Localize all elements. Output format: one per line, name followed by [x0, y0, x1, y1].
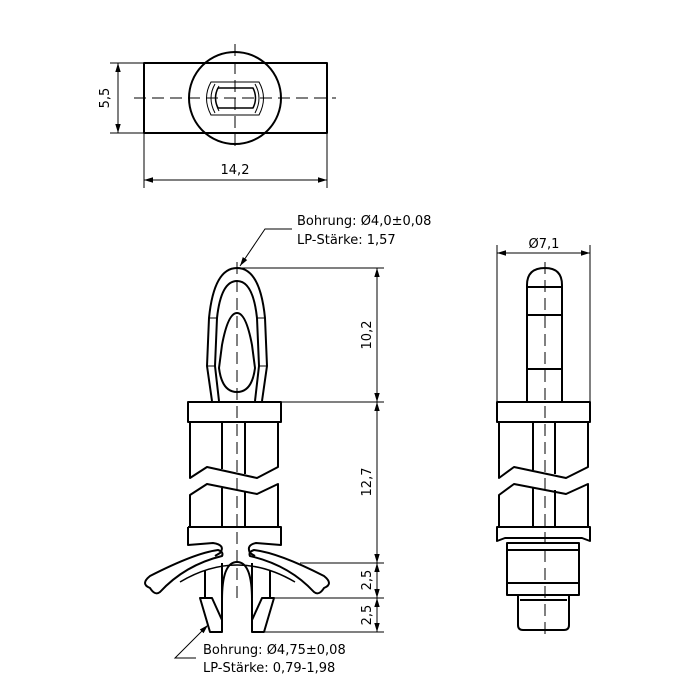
bottom-note-leader [173, 624, 209, 659]
top-note-line2: LP-Stärke: 1,57 [297, 233, 396, 248]
bottom-note-line1: Bohrung: Ø4,75±0,08 [203, 643, 346, 658]
lower-collar [496, 526, 591, 542]
body-lower [189, 483, 279, 527]
side-view: Ø7,1 [496, 237, 591, 640]
dim-plate-height: 2,5 [360, 570, 375, 591]
dim-diameter-label: Ø7,1 [529, 237, 560, 252]
dim-width-label: 14,2 [221, 163, 250, 178]
base [506, 542, 580, 596]
tip [517, 595, 570, 631]
spring-plate [144, 549, 224, 595]
top-note-leader [239, 228, 292, 267]
bottom-note-line2: LP-Stärke: 0,79-1,98 [203, 661, 335, 676]
dim-leg-height: 2,5 [360, 605, 375, 626]
dim-height-label: 5,5 [98, 88, 113, 109]
upper-collar [187, 401, 282, 423]
dim-body-height: 12,7 [360, 468, 375, 497]
front-view: 10,2 12,7 2,5 2,5 Bohrung: Ø4,0±0,08 LP-… [144, 214, 431, 676]
top-note-line1: Bohrung: Ø4,0±0,08 [297, 214, 431, 229]
body-upper [189, 422, 279, 479]
dim-head-height: 10,2 [360, 321, 375, 350]
upper-collar [496, 401, 591, 423]
top-view: 5,5 14,2 [98, 44, 336, 188]
